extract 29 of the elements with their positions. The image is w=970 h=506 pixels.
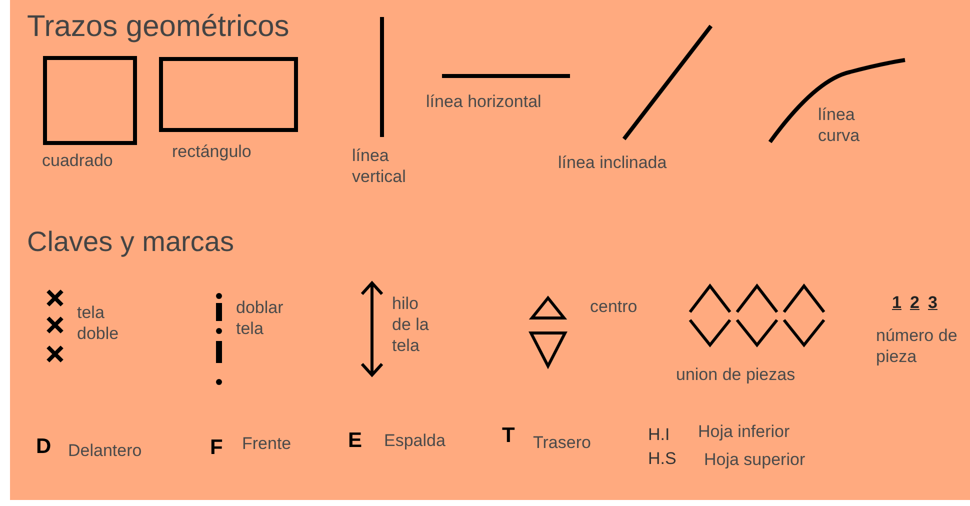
symbol-label: tela doble (77, 302, 120, 344)
symbol-label: union de piezas (676, 364, 796, 385)
symbol-letter: D (36, 436, 52, 457)
symbol-label: doblar tela (236, 297, 284, 339)
symbol-label: número de pieza (876, 325, 958, 367)
symbol-label: línea vertical (352, 145, 407, 187)
symbol-letter: H.I (648, 424, 670, 445)
symbol-label: Delantero (68, 440, 142, 461)
symbol-label: línea inclinada (558, 152, 667, 173)
symbol-label: centro (590, 296, 638, 317)
symbol-label: Hoja inferior (698, 421, 790, 442)
piece-number: 1 (892, 292, 902, 313)
symbol-label: Espalda (384, 430, 446, 451)
section-heading: Trazos geométricos (27, 10, 290, 44)
symbol-label: línea curva (818, 104, 861, 146)
symbol-label: línea horizontal (426, 91, 542, 112)
symbol-label: Frente (242, 433, 292, 454)
symbol-label: rectángulo (172, 141, 252, 162)
symbol-label: Trasero (533, 432, 591, 453)
symbol-label: hilo de la tela (392, 293, 430, 356)
piece-number: 3 (928, 292, 938, 313)
symbol-letter: H.S (648, 448, 676, 469)
symbol-letter: E (348, 430, 362, 451)
symbol-letter: T (502, 425, 515, 446)
symbol-label: cuadrado (42, 150, 113, 171)
symbol-letter: F (210, 437, 223, 458)
piece-number: 2 (910, 292, 920, 313)
symbol-label: Hoja superior (704, 449, 806, 470)
section-heading: Claves y marcas (27, 226, 234, 258)
